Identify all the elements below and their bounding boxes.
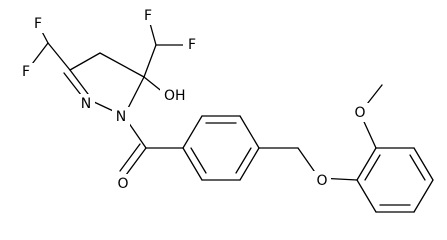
carbonyl-oxygen-label: O: [117, 176, 128, 192]
fluorine-label: F: [22, 64, 30, 80]
bond: [239, 115, 260, 149]
bond: [69, 52, 101, 71]
fluorine-label: F: [34, 16, 42, 32]
bond: [47, 42, 71, 71]
fluorine-label: F: [188, 37, 196, 53]
bond: [413, 147, 434, 181]
bond: [356, 179, 377, 213]
bond: [119, 143, 141, 172]
bond: [143, 44, 157, 78]
bonds: [25, 15, 434, 213]
bond: [413, 179, 434, 213]
bond: [356, 147, 377, 181]
atom-labels: F F F F OH N N O O O: [17, 6, 369, 193]
hydroxyl-label: OH: [164, 88, 186, 104]
methoxy-oxygen-label: O: [354, 105, 365, 121]
bond: [190, 147, 207, 174]
bond: [409, 154, 426, 181]
structure-canvas: F F F F OH N N O O O: [17, 6, 434, 213]
bond: [125, 147, 147, 176]
molecule-structure: F F F F OH N N O O O: [17, 6, 434, 213]
bond: [239, 147, 260, 181]
bond: [182, 115, 203, 149]
bond: [235, 147, 252, 174]
fluorine-label: F: [144, 8, 152, 24]
bond: [364, 154, 381, 181]
ether-oxygen-label: O: [316, 173, 327, 189]
nitrogen-label: N: [116, 109, 126, 125]
nitrogen-label: N: [81, 96, 91, 112]
bond: [182, 147, 203, 181]
bond: [99, 52, 145, 78]
